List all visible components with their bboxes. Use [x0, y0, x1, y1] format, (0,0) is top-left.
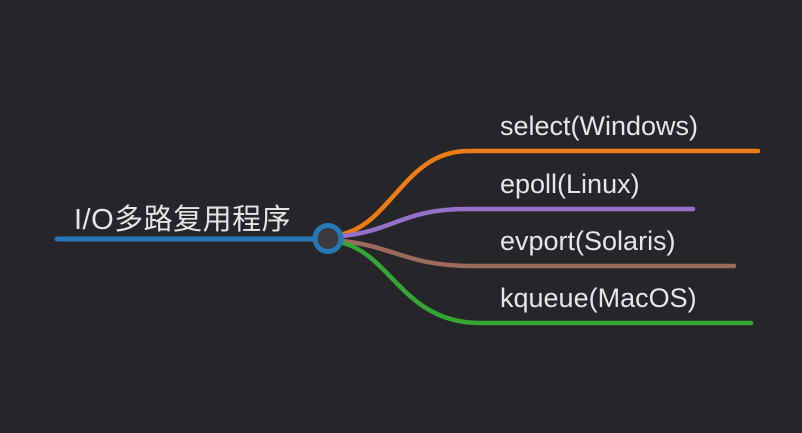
node-connector-circle[interactable]: [312, 223, 344, 254]
branch-node-epoll[interactable]: epoll(Linux): [500, 169, 640, 199]
branch-node-evport[interactable]: evport(Solaris): [500, 226, 676, 256]
branch-line-epoll: [340, 206, 696, 239]
branch-line-select: [340, 148, 761, 237]
branch-node-select[interactable]: select(Windows): [500, 111, 699, 141]
branch-line-kqueue: [340, 240, 754, 326]
root-node-label[interactable]: I/O多路复用程序: [74, 204, 292, 236]
branch-line-evport: [340, 238, 737, 269]
branch-node-kqueue[interactable]: kqueue(MacOS): [500, 283, 697, 313]
